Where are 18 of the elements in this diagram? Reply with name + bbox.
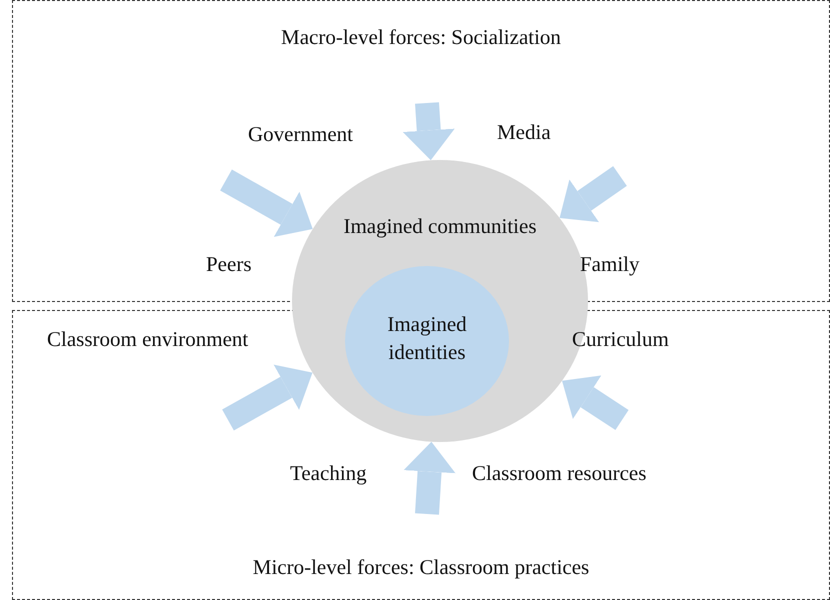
block-arrow bbox=[562, 375, 629, 430]
panel-title: Micro-level forces: Classroom practices bbox=[252, 555, 590, 580]
block-arrow bbox=[404, 442, 456, 515]
force-label: Teaching bbox=[290, 461, 367, 486]
block-arrow bbox=[402, 102, 455, 160]
block-arrow bbox=[220, 170, 313, 237]
block-arrow bbox=[222, 364, 312, 430]
block-arrow bbox=[560, 166, 627, 222]
force-label: Media bbox=[497, 120, 551, 145]
force-label: Classroom resources bbox=[472, 461, 646, 486]
force-label: Family bbox=[580, 252, 640, 277]
force-label: Government bbox=[248, 122, 353, 147]
circle-label: Imagined identities bbox=[386, 311, 468, 366]
force-label: Curriculum bbox=[572, 327, 669, 352]
force-label: Peers bbox=[206, 252, 252, 277]
circle-label: Imagined communities bbox=[342, 213, 538, 240]
panel-title: Macro-level forces: Socialization bbox=[280, 25, 562, 50]
force-label: Classroom environment bbox=[47, 327, 248, 352]
